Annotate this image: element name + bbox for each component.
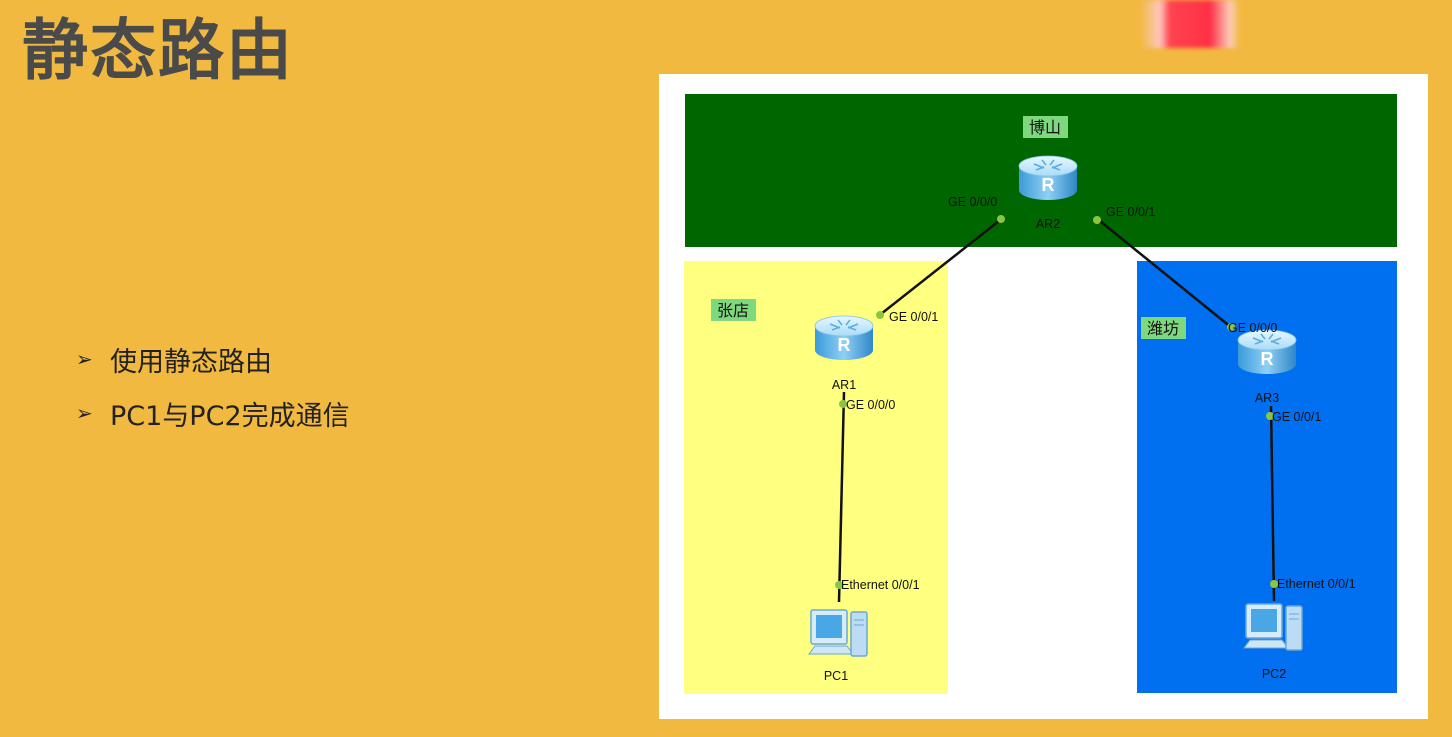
- device-label-ar2: AR2: [1036, 217, 1060, 231]
- area-label-bg: [1023, 116, 1068, 138]
- bullet-list: ➢ 使用静态路由 ➢ PC1与PC2完成通信: [76, 332, 350, 440]
- link-ar3-pc2: [1269, 405, 1276, 602]
- arrow-bullet-icon: ➢: [76, 347, 93, 371]
- bullet-text: 使用静态路由: [110, 346, 272, 378]
- link-ar1-pc1: [837, 391, 846, 603]
- area-label-weifang: 潍坊: [1147, 319, 1179, 338]
- port-label-ar2-ge001: GE 0/0/1: [1106, 205, 1155, 219]
- router-ar2-icon[interactable]: [1018, 155, 1078, 201]
- blurred-logo: [1140, 0, 1240, 48]
- link-ar2-ar1: [880, 216, 1005, 315]
- topology-diagram: R 博山 张店 潍坊: [659, 74, 1428, 719]
- port-label-ar1-ge001: GE 0/0/1: [889, 310, 938, 324]
- device-label-pc2: PC2: [1262, 667, 1286, 681]
- area-label-bg: [1141, 317, 1186, 339]
- bullet-text: PC1与PC2完成通信: [110, 400, 350, 432]
- port-label-pc1-eth: Ethernet 0/0/1: [841, 578, 920, 592]
- port-label-pc2-eth: Ethernet 0/0/1: [1277, 577, 1356, 591]
- port-label-ar2-ge000: GE 0/0/0: [948, 195, 997, 209]
- area-label-bg: [711, 299, 756, 321]
- port-label-ar3-ge000: GE 0/0/0: [1228, 321, 1277, 335]
- device-label-ar1: AR1: [832, 378, 856, 392]
- pc1-icon[interactable]: [808, 609, 868, 657]
- port-label-ar1-ge000: GE 0/0/0: [846, 398, 895, 412]
- device-label-pc1: PC1: [824, 669, 848, 683]
- bullet-item: ➢ PC1与PC2完成通信: [76, 386, 350, 440]
- port-label-ar3-ge001: GE 0/0/1: [1272, 410, 1321, 424]
- arrow-bullet-icon: ➢: [76, 401, 93, 425]
- pc2-icon[interactable]: [1243, 603, 1303, 651]
- bullet-item: ➢ 使用静态路由: [76, 332, 350, 386]
- link-ar2-ar3: [1094, 216, 1233, 329]
- area-label-boshan: 博山: [1029, 118, 1061, 137]
- router-ar1-icon[interactable]: [814, 315, 874, 361]
- port-dots: [835, 215, 1278, 589]
- device-label-ar3: AR3: [1255, 391, 1279, 405]
- area-label-zhangdian: 张店: [717, 301, 749, 320]
- slide-title: 静态路由: [22, 12, 294, 89]
- topology-svg: R 博山 张店 潍坊: [684, 94, 1397, 694]
- router-ar3-icon[interactable]: [1237, 329, 1297, 375]
